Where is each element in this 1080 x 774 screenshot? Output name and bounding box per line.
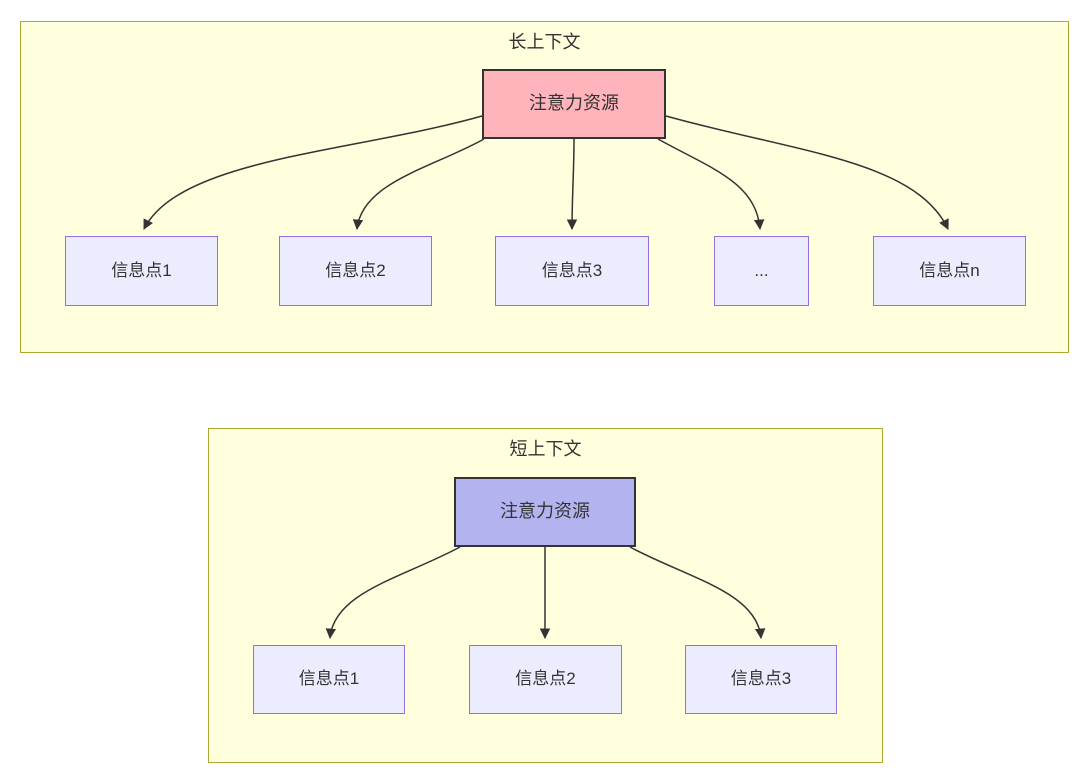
node-long-info-point-ellipsis: ... bbox=[714, 236, 809, 306]
node-long-info-point-1: 信息点1 bbox=[65, 236, 218, 306]
node-long-info-point-3: 信息点3 bbox=[495, 236, 649, 306]
node-short-info-point-1: 信息点1 bbox=[253, 645, 405, 714]
node-short-attention-resource: 注意力资源 bbox=[454, 477, 636, 547]
panel-long-context-title: 长上下文 bbox=[508, 32, 581, 52]
node-long-attention-resource: 注意力资源 bbox=[482, 69, 666, 139]
node-short-info-point-2: 信息点2 bbox=[469, 645, 622, 714]
panel-short-context-title: 短上下文 bbox=[509, 439, 582, 459]
node-long-info-point-2: 信息点2 bbox=[279, 236, 432, 306]
node-short-info-point-3: 信息点3 bbox=[685, 645, 837, 714]
node-long-info-point-n: 信息点n bbox=[873, 236, 1026, 306]
